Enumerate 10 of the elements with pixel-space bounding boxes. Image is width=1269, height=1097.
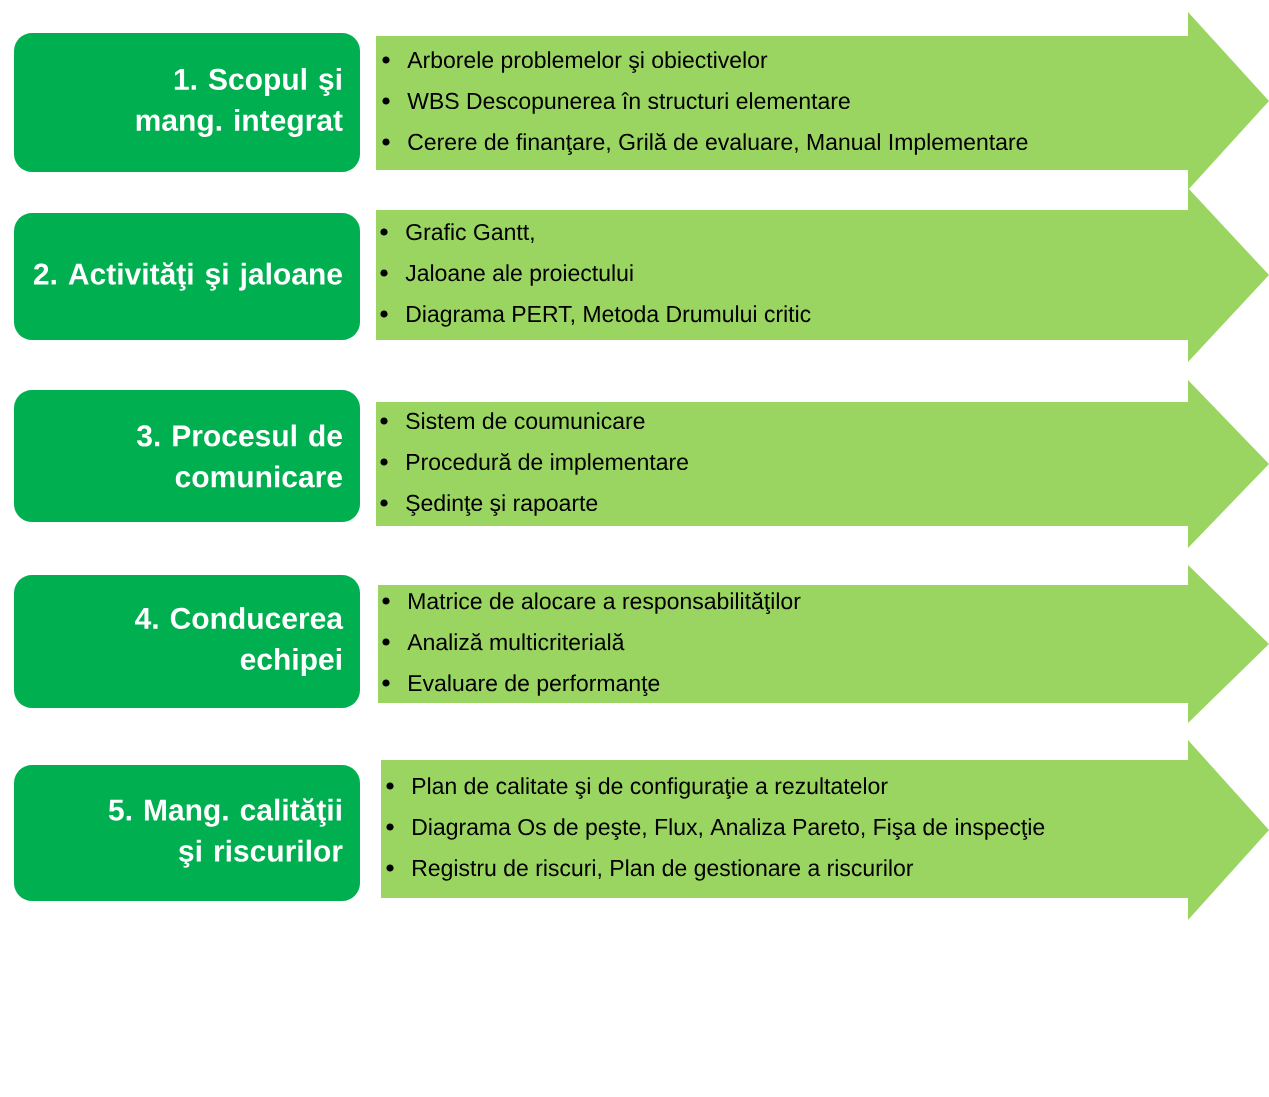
- title-box: 4. Conducerea echipei: [14, 575, 360, 708]
- title-box: 3. Procesul de comunicare: [14, 390, 360, 522]
- title-box: 1. Scopul şi mang. integrat: [14, 33, 360, 172]
- arrow-band: Plan de calitate şi de configuraţie a rezultatelor Diagrama Os de peşte, Flux, Analiza Pareto, Fişa de inspecţie Registru de riscuri, Plan de gestionare a riscurilor: [381, 740, 1269, 920]
- title-box: 5. Mang. calităţii şi riscurilor: [14, 765, 360, 901]
- arrow-band: Matrice de alocare a responsabilităţilor Analiză multicriterială Evaluare de performanţe: [378, 565, 1269, 723]
- title-box: 2. Activităţi şi jaloane: [14, 213, 360, 340]
- arrow-band: Arborele problemelor şi obiectivelor WBS Descopunerea în structuri elementare Cerere de finanţare, Grilă de evaluare, Manual Implementare: [376, 12, 1269, 190]
- arrow-band: Sistem de coumunicare Procedură de implementare Şedinţe şi rapoarte: [376, 380, 1269, 548]
- arrow-band: Grafic Gantt, Jaloane ale proiectului Diagrama PERT, Metoda Drumului critic: [376, 188, 1269, 362]
